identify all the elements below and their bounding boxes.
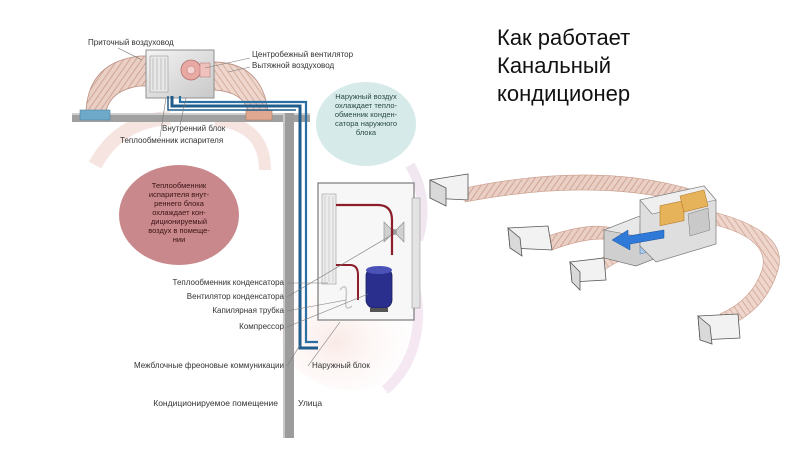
bubble-indoor-line: воздух в помеще- bbox=[148, 226, 210, 235]
page-title: Как работает Канальный кондиционер bbox=[497, 24, 757, 108]
bubble-outdoor-line: обменник конден- bbox=[334, 110, 398, 119]
ducted-system-illustration bbox=[429, 173, 780, 345]
title-line: Как работает bbox=[497, 25, 631, 50]
label-conditioned-room: Кондиционируемое помещение bbox=[153, 398, 278, 408]
bubble-indoor-evaporator bbox=[119, 165, 239, 265]
outdoor-unit bbox=[317, 182, 421, 321]
label-freon-lines: Межблочные фреоновые коммуникации bbox=[134, 361, 284, 370]
refrigerant-pipes bbox=[167, 96, 318, 350]
label-condenser-fan: Вентилятор конденсатора bbox=[186, 292, 284, 301]
bubble-outdoor-line: блока bbox=[355, 128, 377, 137]
bubble-indoor-line: охлаждает кон- bbox=[152, 208, 206, 217]
vent-grille-lower bbox=[569, 257, 607, 291]
condenser-coil bbox=[321, 193, 337, 285]
bubble-outdoor-line: сатора наружного bbox=[334, 119, 397, 128]
vent-grille-top-left bbox=[429, 173, 469, 207]
indoor-unit-body bbox=[639, 185, 717, 263]
leader-lines bbox=[117, 47, 391, 367]
label-compressor: Компрессор bbox=[239, 322, 284, 331]
ceiling-slab bbox=[72, 113, 310, 122]
bubble-indoor-line: реннего блока bbox=[154, 199, 204, 208]
title-line: Канальный bbox=[497, 53, 611, 78]
vent-grille-bottom-right bbox=[697, 313, 741, 345]
outer-wall bbox=[283, 113, 294, 438]
label-street: Улица bbox=[298, 398, 323, 408]
label-centrifugal-fan: Центробежный вентилятор bbox=[252, 50, 354, 59]
title-line: кондиционер bbox=[497, 81, 631, 106]
label-capillary-tube: Капилярная трубка bbox=[212, 306, 284, 315]
bubble-outdoor-line: Наружный воздух bbox=[335, 92, 397, 101]
indoor-unit bbox=[145, 49, 215, 99]
bubble-indoor-line: Теплообменник bbox=[151, 181, 207, 190]
bubble-indoor-line: диционируемый bbox=[150, 217, 208, 226]
vent-grille-mid-left bbox=[507, 225, 553, 257]
exhaust-duct bbox=[207, 61, 273, 121]
label-indoor-unit: Внутренний блок bbox=[162, 124, 226, 133]
label-evaporator-hx: Теплообменник испарителя bbox=[120, 136, 224, 145]
bubble-indoor-text: Теплообменник испарителя внут- реннего б… bbox=[136, 181, 222, 244]
supply-duct bbox=[79, 55, 151, 121]
bubble-outdoor-line: охлаждает тепло- bbox=[334, 101, 398, 110]
label-supply-duct: Приточный воздуховод bbox=[88, 38, 174, 47]
bubble-outdoor-text: Наружный воздух охлаждает тепло- обменни… bbox=[320, 92, 412, 137]
bubble-indoor-line: нии bbox=[172, 235, 186, 244]
bubble-outdoor-air bbox=[316, 82, 416, 166]
compressor bbox=[365, 266, 393, 312]
label-condenser-hx: Теплообменник конденсатора bbox=[172, 278, 284, 287]
label-exhaust-duct: Вытяжной воздуховод bbox=[252, 61, 335, 70]
bubble-indoor-line: испарителя внут- bbox=[148, 190, 210, 199]
cold-air-arrow bbox=[611, 229, 665, 251]
label-outdoor-unit: Наружный блок bbox=[312, 361, 370, 370]
